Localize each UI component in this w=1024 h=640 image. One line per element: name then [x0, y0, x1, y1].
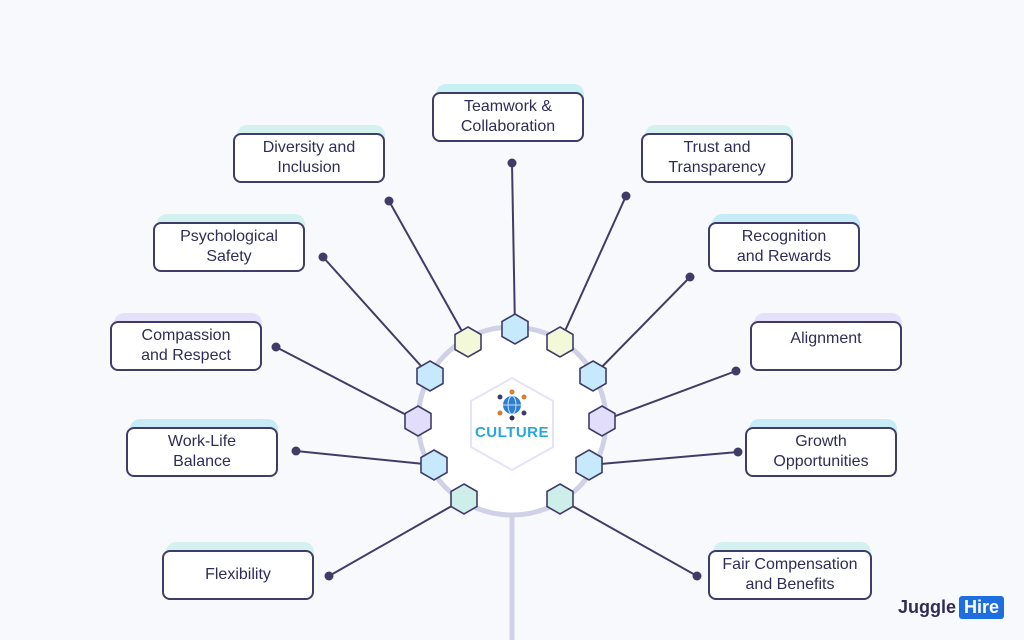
connector-dot-trust	[621, 191, 631, 201]
connector-dot-compensation	[692, 571, 702, 581]
connector-compassion	[275, 346, 419, 422]
connector-worklife	[295, 450, 435, 466]
hexagon-node-diversity	[454, 326, 482, 358]
hexagon-node-flexibility	[450, 483, 478, 515]
connector-dot-recognition	[685, 272, 695, 282]
hexagon-node-compensation	[546, 483, 574, 515]
label-alignment: Alignment	[750, 321, 902, 371]
label-diversity: Diversity and Inclusion	[233, 133, 385, 183]
hexagon-node-compassion	[404, 405, 432, 437]
label-recognition: Recognition and Rewards	[708, 222, 860, 272]
connector-growth	[588, 451, 739, 466]
hexagon-node-teamwork	[501, 313, 529, 345]
connector-dot-diversity	[384, 196, 394, 206]
connector-dot-compassion	[271, 342, 281, 352]
center-label: CULTURE	[474, 424, 550, 441]
globe-people-icon	[497, 389, 527, 421]
brand-logo: Juggle Hire	[898, 594, 1005, 620]
connector-compensation	[559, 498, 698, 577]
hexagon-node-psych	[416, 360, 444, 392]
connector-flexibility	[328, 498, 465, 577]
connector-dot-teamwork	[507, 158, 517, 168]
hexagon-node-growth	[575, 449, 603, 481]
hexagon-node-alignment	[588, 405, 616, 437]
center-hexagon	[470, 376, 554, 472]
connector-dot-growth	[733, 447, 743, 457]
connector-lines	[271, 158, 743, 581]
ring-hexagons	[404, 313, 616, 515]
connector-dot-alignment	[731, 366, 741, 376]
label-trust: Trust and Transparency	[641, 133, 793, 183]
connector-teamwork	[511, 162, 516, 330]
brand-name-part1: Juggle	[898, 596, 957, 617]
connector-trust	[559, 195, 627, 343]
connector-recognition	[592, 276, 691, 377]
connector-dot-flexibility	[324, 571, 334, 581]
connector-diversity	[388, 200, 469, 343]
label-psych: Psychological Safety	[153, 222, 305, 272]
label-compensation: Fair Compensation and Benefits	[708, 550, 872, 600]
connector-alignment	[601, 370, 737, 422]
label-growth: Growth Opportunities	[745, 427, 897, 477]
connector-psych	[322, 256, 431, 377]
hexagon-node-recognition	[579, 360, 607, 392]
label-teamwork: Teamwork & Collaboration	[432, 92, 584, 142]
label-flexibility: Flexibility	[162, 550, 314, 600]
label-compassion: Compassion and Respect	[110, 321, 262, 371]
hexagon-node-trust	[546, 326, 574, 358]
connector-dot-worklife	[291, 446, 301, 456]
hexagon-node-worklife	[420, 449, 448, 481]
brand-name-part2: Hire	[959, 595, 1005, 619]
connector-dot-psych	[318, 252, 328, 262]
label-worklife: Work-Life Balance	[126, 427, 278, 477]
